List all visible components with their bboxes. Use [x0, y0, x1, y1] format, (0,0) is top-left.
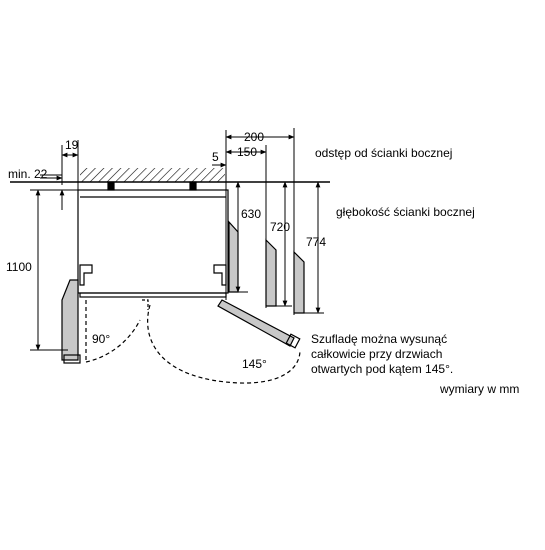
right-door	[142, 299, 301, 384]
dim-630: 630	[241, 207, 261, 221]
angle-90-label: 90°	[92, 332, 110, 346]
angle-145-label: 145°	[242, 357, 267, 371]
dim-min22: min. 22	[8, 167, 48, 181]
dim-19: 19	[65, 138, 79, 152]
drawer-note-line2: całkowicie przy drzwiach	[311, 347, 442, 361]
side-wall-depth-label: głębokość ścianki bocznej	[336, 205, 475, 219]
rear-wall	[10, 168, 330, 183]
drawer-note-line3: otwartych pod kątem 145°.	[311, 362, 453, 376]
dim-720: 720	[270, 220, 290, 234]
dim-5: 5	[212, 150, 219, 164]
side-wall-gap-label: odstęp od ścianki bocznej	[315, 146, 452, 160]
units-label: wymiary w mm	[439, 382, 519, 396]
dim-200: 200	[244, 130, 264, 144]
drawer-note-line1: Szufladę można wysunąć	[311, 332, 447, 346]
left-door	[61, 279, 141, 364]
dimension-lines	[30, 128, 324, 351]
dim-150: 150	[237, 145, 257, 159]
fridge-body	[77, 181, 229, 298]
dim-1100: 1100	[6, 260, 32, 274]
dim-774: 774	[306, 235, 326, 249]
